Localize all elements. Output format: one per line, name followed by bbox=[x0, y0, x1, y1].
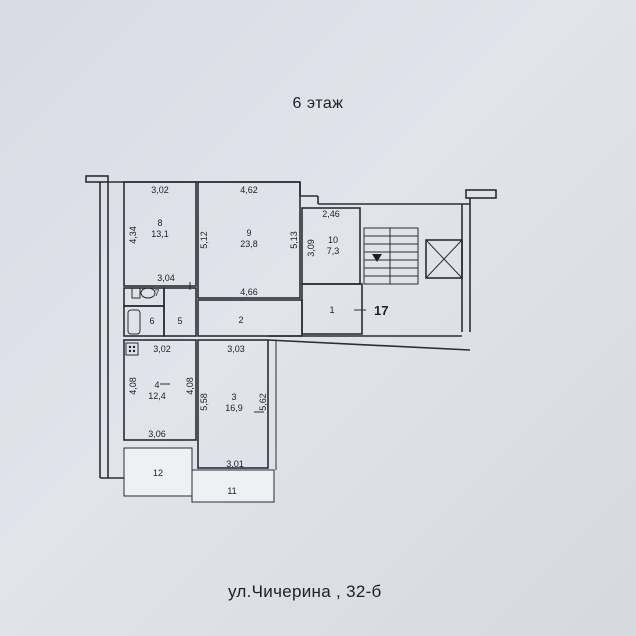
dim-label: 4,08 bbox=[185, 377, 195, 395]
dim-label: 3,02 bbox=[153, 344, 171, 354]
elevator-icon bbox=[425, 239, 463, 279]
room-7-number: 7 bbox=[154, 288, 159, 298]
dim-label: 5,13 bbox=[289, 231, 299, 249]
diagonal-wall bbox=[267, 339, 471, 351]
dim-label: 3,09 bbox=[306, 239, 316, 257]
room-12-number: 12 bbox=[153, 468, 163, 478]
room-9 bbox=[197, 181, 301, 299]
dim-label: 3,02 bbox=[151, 185, 169, 195]
room-9-number: 9 bbox=[246, 228, 251, 238]
room-11 bbox=[191, 469, 275, 503]
dim-label: 5,62 bbox=[258, 393, 268, 411]
dim-label: 5,12 bbox=[199, 231, 209, 249]
room-4 bbox=[123, 339, 197, 441]
room-8 bbox=[123, 181, 197, 287]
apartment-number: 17 bbox=[374, 303, 388, 318]
room-3-area: 16,9 bbox=[225, 403, 243, 413]
dim-label: 4,08 bbox=[128, 377, 138, 395]
toilet-icon bbox=[131, 287, 156, 299]
room-10-number: 10 bbox=[328, 235, 338, 245]
dim-label: 4,66 bbox=[240, 287, 258, 297]
room-3-number: 3 bbox=[231, 392, 236, 402]
room-5 bbox=[163, 287, 197, 337]
room-2 bbox=[197, 299, 303, 337]
room-6-number: 6 bbox=[149, 316, 154, 326]
room-11-number: 11 bbox=[227, 486, 236, 496]
left-wall-cap bbox=[85, 175, 109, 183]
room-2-number: 2 bbox=[238, 315, 243, 325]
stairwell bbox=[363, 227, 419, 285]
floor-title: 6 этаж bbox=[292, 95, 344, 112]
stove-icon bbox=[125, 342, 139, 356]
room-8-area: 13,1 bbox=[151, 229, 169, 239]
dim-label: 4,62 bbox=[240, 185, 258, 195]
room-4-area: 12,4 bbox=[148, 391, 166, 401]
room-1-number: 1 bbox=[329, 305, 334, 315]
room-4-number: 4 bbox=[154, 380, 159, 390]
dim-label: 5,58 bbox=[199, 393, 209, 411]
dim-label: 3,04 bbox=[157, 273, 175, 283]
dim-label: 2,46 bbox=[322, 209, 340, 219]
room-5-number: 5 bbox=[177, 316, 182, 326]
address: ул.Чичерина , 32-б bbox=[228, 582, 382, 601]
dim-label: 3,03 bbox=[227, 344, 245, 354]
dim-label: 3,06 bbox=[148, 429, 166, 439]
room-3 bbox=[197, 339, 269, 469]
dim-label: 4,34 bbox=[128, 226, 138, 244]
bathtub-icon bbox=[127, 309, 141, 335]
room-12 bbox=[123, 447, 193, 497]
room-9-area: 23,8 bbox=[240, 239, 258, 249]
stair-arrow-icon bbox=[372, 254, 382, 262]
right-wall-cap bbox=[465, 189, 497, 199]
room-8-number: 8 bbox=[157, 218, 162, 228]
dim-label: 3,01 bbox=[226, 459, 244, 469]
room-10-area: 7,3 bbox=[327, 246, 340, 256]
